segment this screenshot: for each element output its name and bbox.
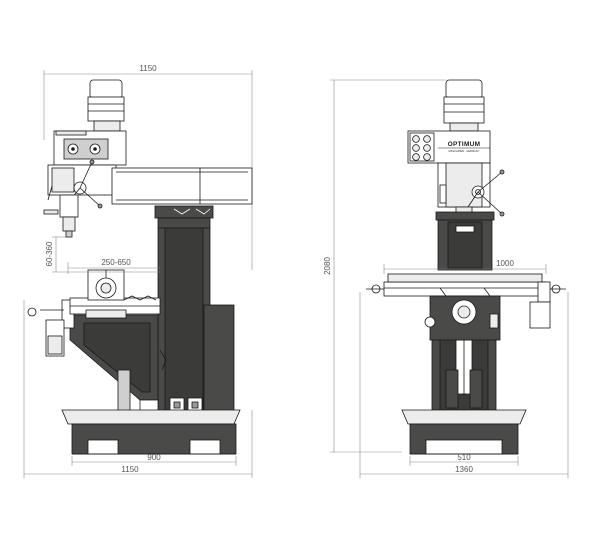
dim-height-label: 2080 <box>323 257 332 275</box>
dim-top-width-label: 1150 <box>139 64 157 73</box>
knee <box>27 299 167 401</box>
front-table <box>366 273 566 329</box>
brand-name: OPTIMUM <box>448 141 481 148</box>
control-panel <box>409 132 435 162</box>
dim-overall-width-label: 1360 <box>455 465 473 474</box>
dim-base-width: 510 <box>409 453 519 466</box>
column <box>154 205 235 423</box>
dim-reach-label: 250-650 <box>101 258 131 267</box>
motor <box>87 79 125 132</box>
front-view: 2080 OPTIMUM MASC <box>323 79 569 478</box>
dim-table-travel: 1000 <box>383 259 547 274</box>
dim-base-depth-label: 900 <box>147 453 161 462</box>
dim-spindle-travel: 60-360 <box>45 236 160 273</box>
side-view: 1150 <box>23 64 253 478</box>
front-head: OPTIMUM MASCHINEN - GERMANY <box>407 130 505 220</box>
dim-overall-width: 1360 <box>359 292 569 478</box>
dim-bottom-width: 1150 <box>23 300 253 478</box>
dim-reach: 250-650 <box>67 258 160 274</box>
dim-base-width-label: 510 <box>457 453 471 462</box>
dim-spindle-travel-label: 60-360 <box>45 241 54 266</box>
table-vise <box>69 269 161 319</box>
dim-base-depth: 900 <box>71 453 237 466</box>
dim-table-travel-label: 1000 <box>496 259 514 268</box>
dim-height: 2080 <box>323 79 446 453</box>
brand-logo: OPTIMUM MASCHINEN - GERMANY <box>438 141 490 153</box>
base <box>61 409 241 455</box>
front-knee <box>424 295 501 341</box>
brand-subline: MASCHINEN - GERMANY <box>449 149 480 153</box>
ram <box>111 167 253 205</box>
front-base <box>401 409 527 455</box>
front-motor <box>443 79 485 132</box>
elevating-screw <box>117 369 131 413</box>
dim-bottom-width-label: 1150 <box>121 465 139 474</box>
milling-head <box>43 130 127 238</box>
